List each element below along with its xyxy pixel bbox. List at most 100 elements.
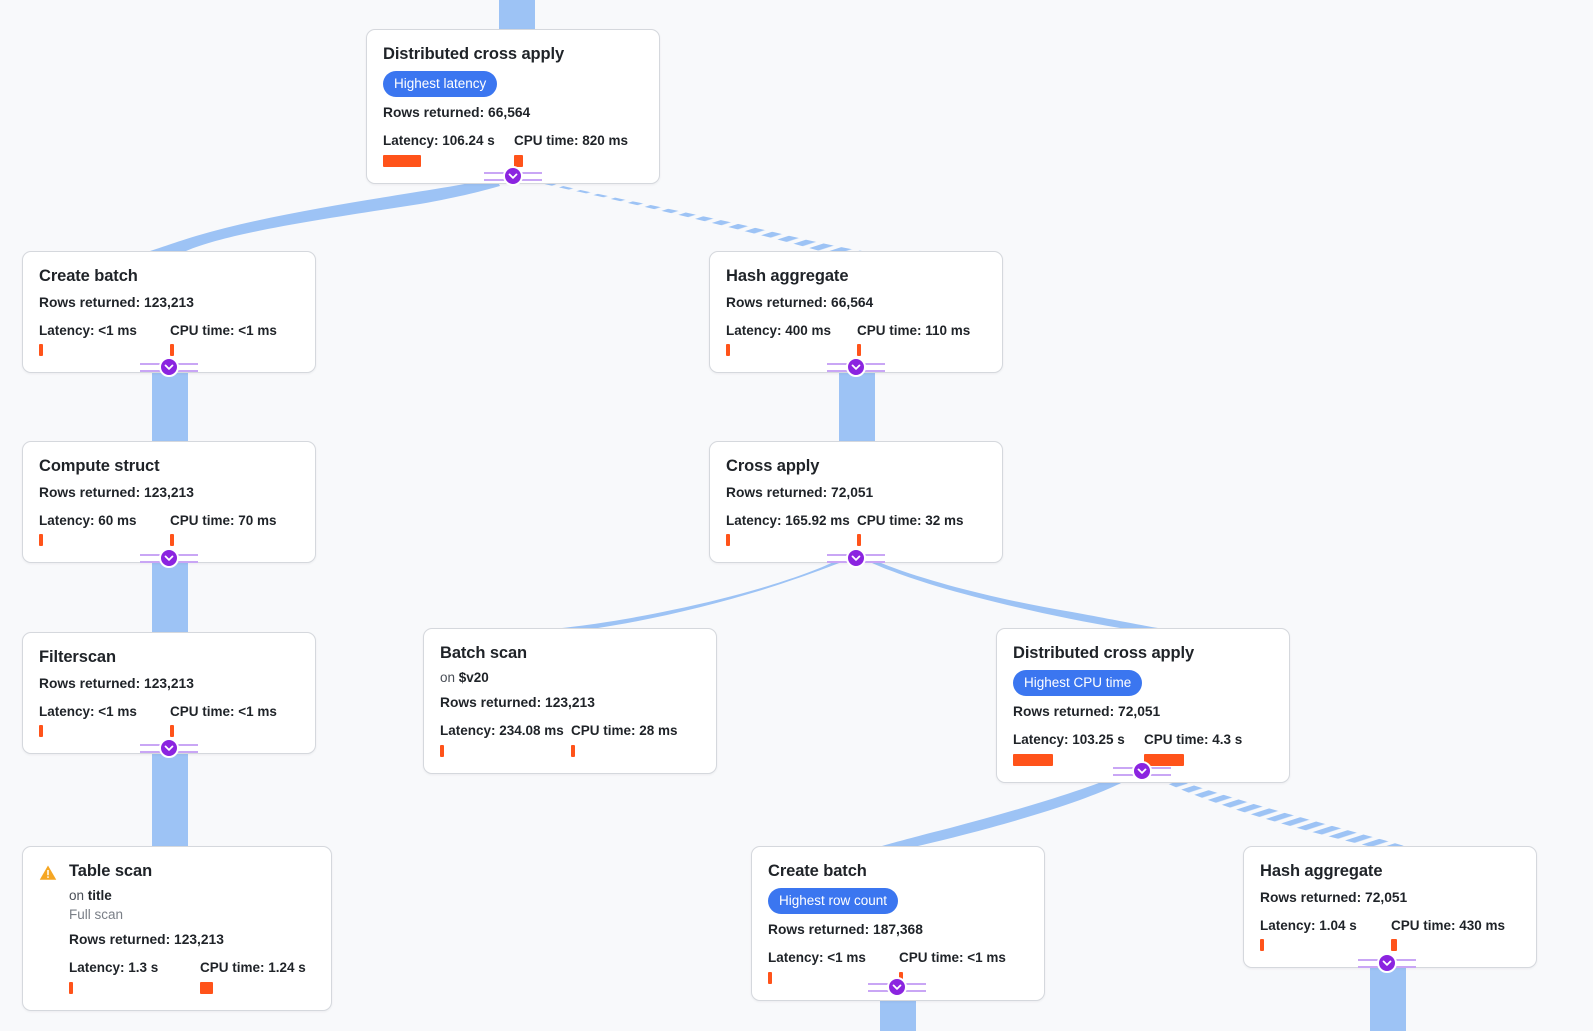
node-rows-returned: Rows returned: 187,368 (768, 922, 923, 938)
cpu-time-bar (170, 725, 174, 738)
cpu-time-bar (857, 534, 861, 547)
cpu-time-metric-label: CPU time: 4.3 s (1144, 732, 1243, 748)
cpu-time-metric-label: CPU time: 430 ms (1391, 917, 1506, 933)
node-scan-type: Full scan (69, 906, 124, 922)
latency-metric-label: Latency: 106.24 s (383, 133, 495, 149)
cpu-time-metric-label: CPU time: 110 ms (857, 322, 971, 338)
latency-metric-label: Latency: 103.25 s (1013, 732, 1125, 748)
node-target-prefix: on (69, 887, 88, 903)
node-badge: Highest latency (383, 70, 498, 98)
latency-metric-label: Latency: 60 ms (39, 512, 137, 528)
latency-metric: Latency: <1 ms (768, 950, 899, 984)
cpu-time-metric-label: CPU time: <1 ms (170, 703, 277, 719)
latency-metric: Latency: 400 ms (726, 323, 857, 357)
node-title: Create batch (39, 267, 138, 285)
connector-create-batch-lower[interactable] (868, 976, 926, 998)
node-title: Distributed cross apply (383, 45, 565, 63)
node-rows-returned: Rows returned: 72,051 (726, 484, 874, 500)
cpu-time-metric-label: CPU time: <1 ms (899, 950, 1006, 966)
connector-hash-aggregate-upper[interactable] (827, 356, 885, 378)
cpu-time-bar (170, 344, 174, 357)
node-target-line: on title (69, 887, 315, 905)
latency-metric-label: Latency: <1 ms (768, 950, 866, 966)
latency-bar (39, 344, 43, 357)
latency-bar (1260, 939, 1264, 952)
chevron-down-icon[interactable] (159, 738, 179, 758)
chevron-down-icon[interactable] (159, 548, 179, 568)
cpu-time-bar (170, 534, 174, 547)
connector-root[interactable] (484, 165, 542, 187)
latency-metric: Latency: 1.3 s (69, 960, 200, 994)
chevron-down-icon[interactable] (503, 166, 523, 186)
chevron-down-icon[interactable] (1377, 953, 1397, 973)
node-title: Create batch (768, 862, 867, 880)
node-rows-returned: Rows returned: 123,213 (69, 932, 224, 948)
cpu-time-bar (1144, 753, 1184, 766)
node-title: Filterscan (39, 648, 116, 666)
latency-metric: Latency: <1 ms (39, 704, 170, 738)
cpu-time-metric-label: CPU time: 28 ms (571, 722, 678, 738)
chevron-down-icon[interactable] (887, 977, 907, 997)
node-rows-returned: Rows returned: 123,213 (39, 294, 194, 310)
cpu-time-metric: CPU time: 70 ms (170, 513, 277, 547)
chevron-down-icon[interactable] (159, 357, 179, 377)
chevron-down-icon[interactable] (846, 357, 866, 377)
node-rows-returned: Rows returned: 123,213 (39, 675, 194, 691)
latency-metric-label: Latency: 1.04 s (1260, 917, 1357, 933)
node-metrics: Latency: 60 ms CPU time: 70 ms (39, 513, 299, 547)
latency-bar (39, 725, 43, 738)
cpu-time-metric: CPU time: 1.24 s (200, 960, 306, 994)
latency-metric: Latency: 60 ms (39, 513, 170, 547)
cpu-time-bar (200, 981, 213, 994)
connector-hash-aggregate-lower[interactable] (1358, 952, 1416, 974)
node-badge: Highest row count (768, 887, 899, 915)
node-metrics: Latency: <1 ms CPU time: <1 ms (39, 704, 299, 738)
latency-bar (726, 534, 730, 547)
latency-bar (383, 154, 421, 167)
cpu-time-metric: CPU time: 430 ms (1391, 918, 1505, 952)
connector-filterscan[interactable] (140, 737, 198, 759)
node-title: Compute struct (39, 457, 160, 475)
node-title: Batch scan (440, 644, 528, 662)
connector-create-batch-left[interactable] (140, 356, 198, 378)
latency-metric-label: Latency: <1 ms (39, 703, 137, 719)
node-rows-returned: Rows returned: 72,051 (1260, 889, 1408, 905)
cpu-time-metric: CPU time: 820 ms (514, 133, 628, 167)
chevron-down-icon[interactable] (846, 548, 866, 568)
node-rows-returned: Rows returned: 123,213 (440, 694, 595, 710)
cpu-time-metric: CPU time: <1 ms (170, 323, 277, 357)
cpu-time-bar (1391, 939, 1397, 952)
node-title: Hash aggregate (726, 267, 849, 285)
latency-bar (440, 744, 444, 757)
cpu-time-metric: CPU time: 28 ms (571, 723, 678, 757)
node-rows-returned: Rows returned: 123,213 (39, 484, 194, 500)
node-metrics: Latency: 234.08 ms CPU time: 28 ms (440, 723, 700, 757)
cpu-time-metric-label: CPU time: 1.24 s (200, 959, 306, 975)
cpu-time-metric: CPU time: 32 ms (857, 513, 964, 547)
node-title: Hash aggregate (1260, 862, 1383, 880)
latency-bar (69, 981, 73, 994)
chevron-down-icon[interactable] (1132, 761, 1152, 781)
node-badge: Highest CPU time (1013, 669, 1143, 697)
connector-distributed-cross-apply-lower[interactable] (1113, 760, 1171, 782)
connector-compute-struct[interactable] (140, 547, 198, 569)
latency-metric-label: Latency: 234.08 ms (440, 722, 564, 738)
latency-bar (726, 344, 730, 357)
cpu-time-metric: CPU time: 4.3 s (1144, 732, 1242, 766)
connector-cross-apply[interactable] (827, 547, 885, 569)
latency-bar (768, 971, 772, 984)
